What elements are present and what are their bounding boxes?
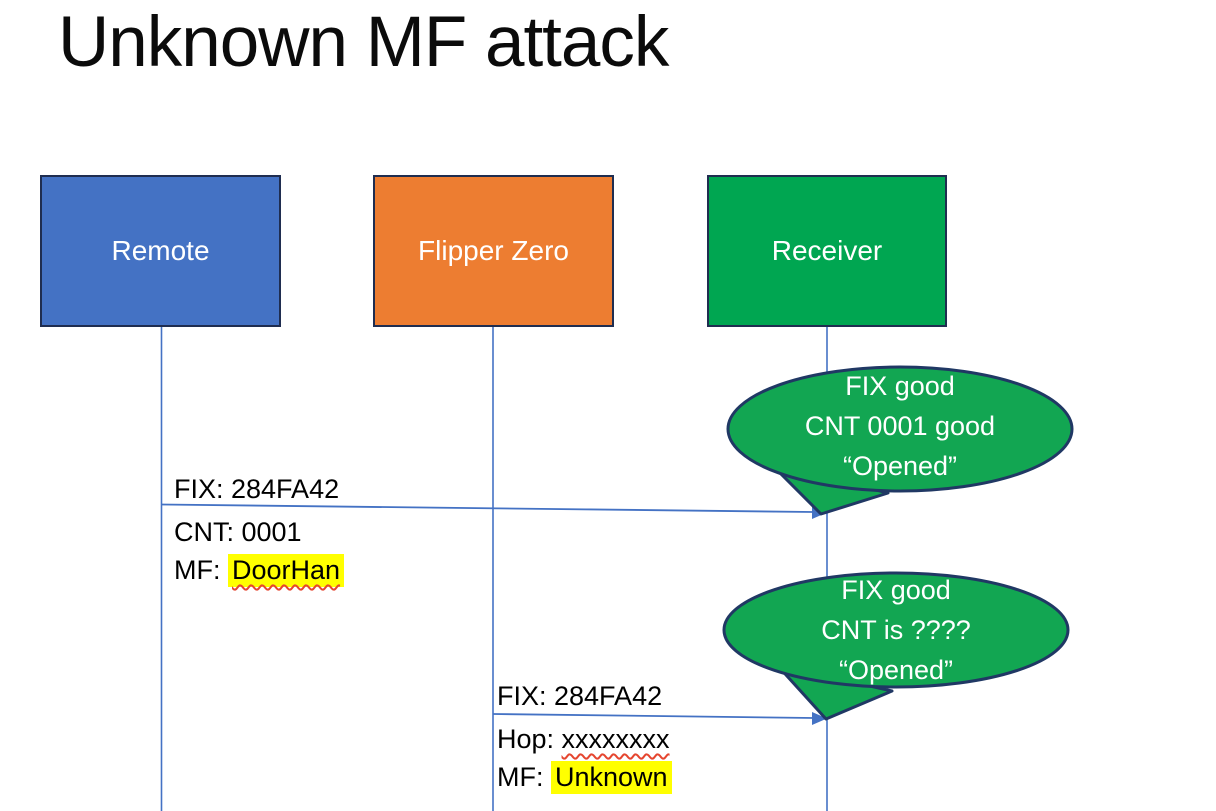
actor-label-receiver: Receiver: [771, 235, 883, 266]
message1-cnt-label: CNT: 0001: [174, 517, 302, 547]
message2-mf-value-highlighted: Unknown: [551, 761, 672, 794]
actor-box-flipper-zero: Flipper Zero: [373, 175, 614, 327]
message2-hop-prefix: Hop:: [497, 724, 562, 754]
message2-mf-prefix: MF:: [497, 762, 551, 792]
message2-mf-label: MF: Unknown: [497, 761, 672, 794]
actor-box-remote: Remote: [40, 175, 281, 327]
message1-mf-prefix: MF:: [174, 555, 228, 585]
actor-label-remote: Remote: [111, 235, 210, 266]
speech-bubble-2-text: FIX good CNT is ???? “Opened”: [724, 570, 1068, 690]
bubble1-line2: CNT 0001 good: [804, 411, 996, 441]
arrowhead-flipper-to-receiver-icon: [812, 712, 827, 725]
speech-bubble-2-shape: [722, 571, 1070, 689]
actor-label-flipper-zero: Flipper Zero: [418, 235, 569, 266]
bubble2-line3: “Opened”: [838, 655, 954, 685]
arrow-remote-to-receiver: [161, 503, 814, 513]
slide-title: Unknown MF attack: [58, 3, 669, 82]
message2-hop-value-squiggled: xxxxxxxx: [561, 724, 670, 754]
actor-box-receiver: Receiver: [707, 175, 947, 327]
arrow-flipper-to-receiver: [492, 713, 815, 719]
message1-mf-label: MF: DoorHan: [174, 554, 345, 587]
speech-bubble-1-text: FIX good CNT 0001 good “Opened”: [728, 366, 1072, 486]
bubble2-line1: FIX good: [841, 575, 951, 605]
message1-mf-value-highlighted: DoorHan: [228, 554, 345, 587]
bubble1-line1: FIX good: [845, 371, 955, 401]
message2-fix-label: FIX: 284FA42: [497, 681, 663, 711]
bubble2-line2: CNT is ????: [821, 615, 971, 645]
bubble1-line3: “Opened”: [842, 451, 958, 481]
message2-hop-label: Hop: xxxxxxxx: [497, 724, 670, 755]
speech-bubble-1-shape: [726, 365, 1074, 493]
message1-fix-label: FIX: 284FA42: [174, 474, 340, 504]
